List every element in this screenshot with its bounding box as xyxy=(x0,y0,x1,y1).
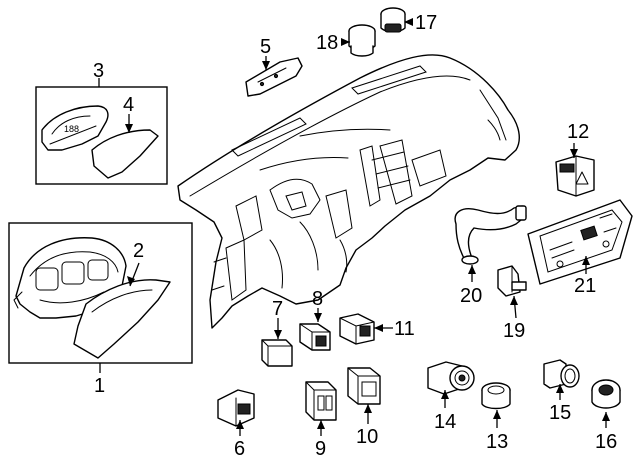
callout-2: 2 xyxy=(133,240,144,262)
instrument-panel xyxy=(177,54,520,329)
accessory-socket xyxy=(591,379,621,409)
callout-21: 21 xyxy=(574,275,596,297)
callout-labels: 1 2 3 4 5 6 7 8 9 10 11 12 13 14 15 16 1… xyxy=(93,12,617,460)
callout-17: 17 xyxy=(415,12,437,34)
hazard-switch xyxy=(555,155,595,197)
callout-19: 19 xyxy=(503,320,525,342)
switch-9 xyxy=(305,381,337,421)
callout-10: 10 xyxy=(356,426,378,448)
callout-6: 6 xyxy=(234,438,245,460)
meter-lens xyxy=(91,129,159,179)
callout-9: 9 xyxy=(315,438,326,460)
callout-20: 20 xyxy=(460,285,482,307)
callout-1: 1 xyxy=(94,375,105,397)
callout-12: 12 xyxy=(567,121,589,143)
switch-10 xyxy=(347,367,381,405)
callout-15: 15 xyxy=(549,402,571,424)
combination-meter: 188 xyxy=(41,105,109,151)
meter-box xyxy=(35,86,168,185)
leader-lines xyxy=(98,18,610,436)
lamp-18 xyxy=(348,24,376,57)
switch-8 xyxy=(299,323,331,351)
callout-8: 8 xyxy=(312,288,323,310)
ignition-switch xyxy=(427,361,475,395)
climate-panel xyxy=(527,199,633,285)
callout-11: 11 xyxy=(394,318,415,340)
push-button xyxy=(481,382,511,410)
callout-16: 16 xyxy=(595,431,617,453)
cluster-lens xyxy=(73,279,171,359)
switch-11 xyxy=(339,313,375,345)
callout-14: 14 xyxy=(434,411,456,433)
callout-3: 3 xyxy=(93,60,104,82)
meter-digits: 188 xyxy=(64,124,79,134)
sensor xyxy=(497,265,527,297)
callout-5: 5 xyxy=(260,36,271,58)
callout-4: 4 xyxy=(123,94,134,116)
switch-7 xyxy=(261,339,293,367)
power-socket xyxy=(543,359,580,389)
vent-panel xyxy=(245,57,303,97)
callout-18: 18 xyxy=(316,32,338,54)
callout-13: 13 xyxy=(486,431,508,453)
switch-6 xyxy=(217,389,255,427)
hose-duct xyxy=(454,205,527,265)
callout-7: 7 xyxy=(272,298,283,320)
lamp-17 xyxy=(380,7,406,33)
